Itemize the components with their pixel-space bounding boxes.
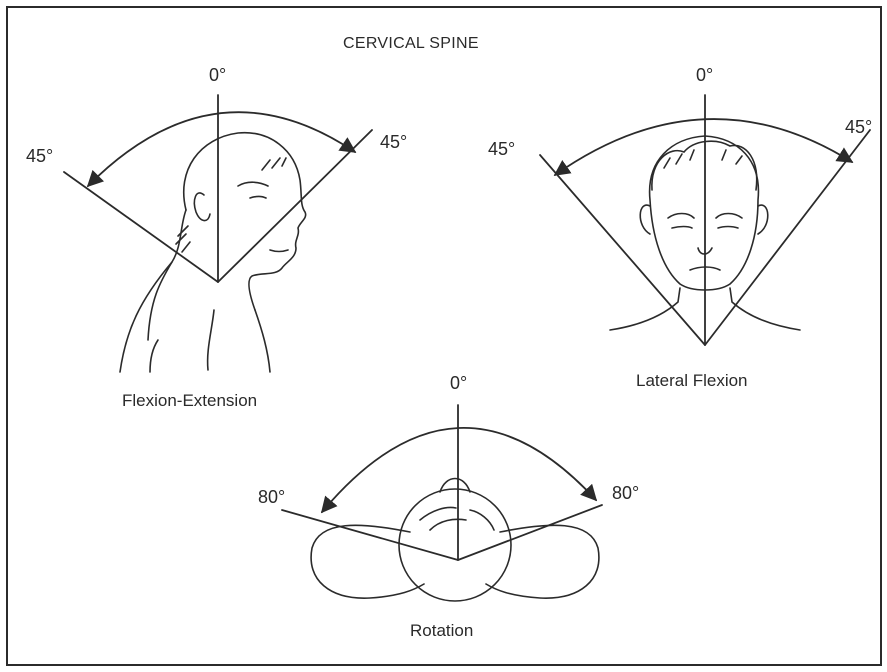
- head-side-profile-illustration: [120, 133, 306, 372]
- rotation-left-label: 80°: [258, 488, 285, 506]
- head-top-view-illustration: [311, 479, 599, 602]
- lateral-flexion-right-label: 45°: [845, 118, 872, 136]
- lateral-flexion-panel: [540, 95, 870, 345]
- rotation-right-label: 80°: [612, 484, 639, 502]
- lateral-flexion-caption: Lateral Flexion: [636, 372, 748, 389]
- lateral-flexion-left-label: 45°: [488, 140, 515, 158]
- rotation-zero-label: 0°: [450, 374, 467, 392]
- diagram-title: CERVICAL SPINE: [343, 36, 479, 52]
- rotation-caption: Rotation: [410, 622, 473, 639]
- flexion-extension-zero-label: 0°: [209, 66, 226, 84]
- flexion-extension-left-label: 45°: [26, 147, 53, 165]
- flexion-extension-panel: [64, 95, 372, 372]
- flexion-extension-right-label: 45°: [380, 133, 407, 151]
- lateral-flexion-zero-label: 0°: [696, 66, 713, 84]
- flexion-extension-caption: Flexion-Extension: [122, 392, 257, 409]
- rotation-panel: [282, 405, 602, 601]
